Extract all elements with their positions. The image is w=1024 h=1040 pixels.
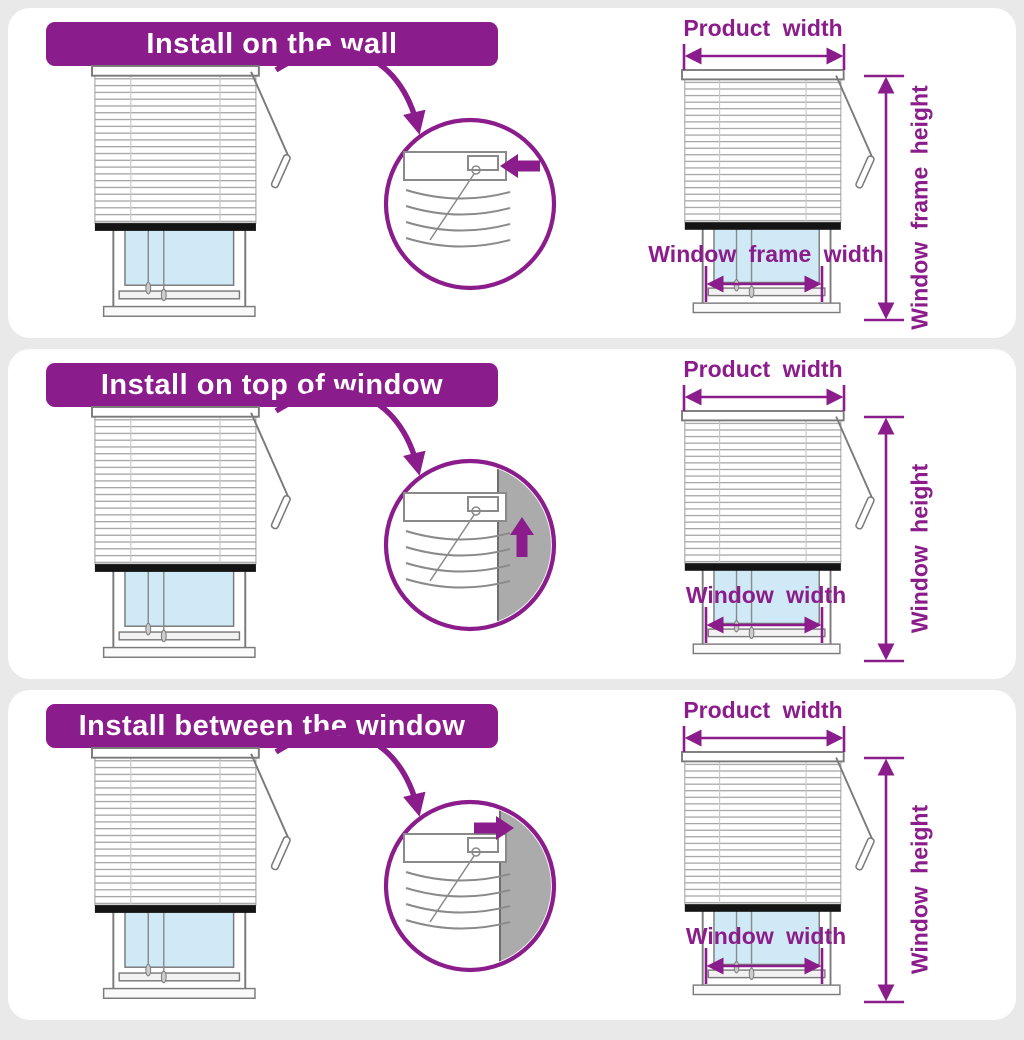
window-width-label: Window width [685, 582, 847, 608]
detail-circle [386, 802, 570, 970]
panel-artwork [91, 726, 904, 1004]
detail-circle [386, 461, 568, 629]
dimension-lines [682, 385, 904, 663]
panel-install-on-the-wall: Install on the wall Product width [8, 8, 1016, 338]
blind-window-small [681, 751, 876, 996]
measurement-diagram [681, 726, 904, 1004]
blind-window-small [681, 69, 876, 314]
product-width-label: Product width [683, 356, 843, 382]
section-title-banner: Install on the wall [46, 22, 498, 66]
blind-window-illustration [91, 747, 293, 1000]
curved-arrow-icon [274, 729, 426, 817]
section-title-banner: Install between the window [46, 704, 498, 748]
measurement-diagram [681, 44, 904, 322]
wall-section [497, 464, 551, 626]
measurement-diagram [681, 385, 904, 663]
curved-arrow-icon [274, 388, 426, 476]
product-width-label: Product width [683, 697, 843, 723]
blind-window-illustration [91, 406, 293, 659]
curved-arrow-icon [274, 47, 426, 135]
frame-width-label: Window frame width [648, 241, 884, 267]
detail-circle-ring [386, 120, 554, 288]
product-width-label: Product width [683, 15, 843, 41]
panel-install-between-the-window: Install between the window [8, 690, 1016, 1020]
dimension-lines [682, 726, 904, 1004]
detail-circle [386, 120, 554, 288]
blind-window-small [681, 410, 876, 655]
frame-height-label: Window frame height [906, 85, 933, 330]
section-title-banner: Install on top of window [46, 363, 498, 407]
panel-artwork [91, 385, 904, 663]
window-height-label: Window height [906, 804, 933, 975]
dimension-lines [682, 44, 904, 322]
panel-install-on-top-of-window: Install on top of window [8, 349, 1016, 679]
section-title: Install between the window [78, 709, 466, 742]
blind-window-illustration [91, 65, 293, 318]
panel-artwork [91, 44, 904, 322]
window-width-label: Window width [685, 923, 847, 949]
window-height-label: Window height [906, 463, 933, 634]
section-title: Install on top of window [100, 368, 444, 401]
